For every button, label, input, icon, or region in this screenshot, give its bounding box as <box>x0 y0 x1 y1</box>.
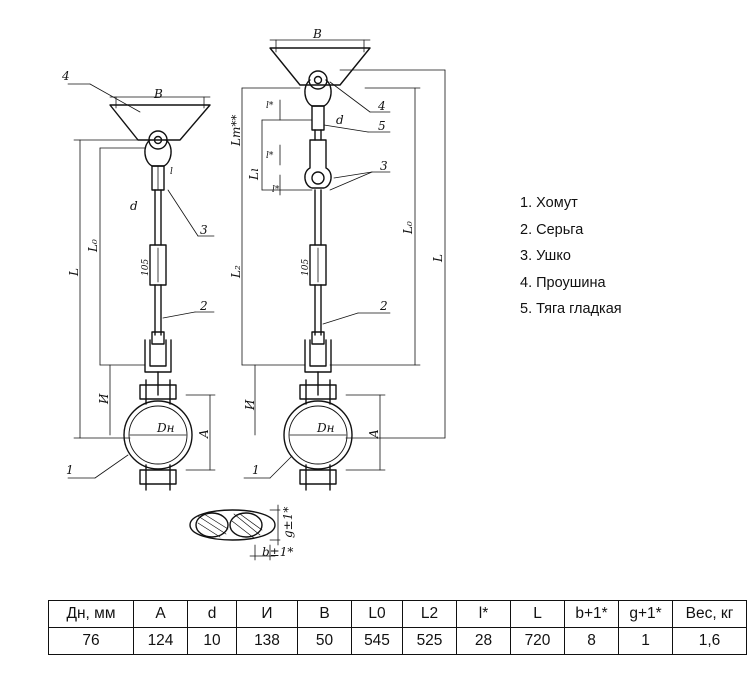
right-label-l-star-top: l* <box>266 101 274 111</box>
right-dimensions <box>241 69 446 479</box>
right-label-Li: Lı <box>247 168 261 181</box>
parts-legend: 1. Хомут 2. Серьга 3. Ушко 4. Проушина 5… <box>520 190 622 323</box>
right-label-L0: L₀ <box>401 221 415 235</box>
col-header-l: L <box>510 600 565 628</box>
legend-item-eye: 3. Ушко <box>520 248 571 264</box>
right-bracket <box>269 47 371 86</box>
right-label-L2: L₂ <box>229 265 243 279</box>
drawing-labels: B 4 d 3 2 1 l Dн L L₀ И A 105 B 4 5 3 2 … <box>61 27 445 559</box>
left-label-Dn: Dн <box>156 421 175 435</box>
right-shackle <box>304 339 332 373</box>
left-label-A: A <box>197 429 211 439</box>
col-header-b: B <box>297 600 352 628</box>
col-header-a: A <box>133 600 188 628</box>
chain-label-g: g±1* <box>281 507 295 538</box>
col-header-l2: L2 <box>402 600 457 628</box>
specification-table: Дн, мм A d И B L0 L2 l* L b+1* g+1* Вес,… <box>48 600 747 655</box>
right-label-I: И <box>243 399 257 411</box>
col-header-i: И <box>236 600 298 628</box>
right-callout-5: 5 <box>378 119 386 133</box>
col-header-l-star: l* <box>456 600 511 628</box>
left-callout-2: 2 <box>199 299 208 313</box>
chain-label-b: b±1* <box>262 545 293 559</box>
cell-b: 50 <box>297 627 352 655</box>
left-label-I: И <box>97 393 111 405</box>
col-header-weight: Вес, кг <box>672 600 747 628</box>
cell-a: 124 <box>133 627 188 655</box>
left-label-d: d <box>130 199 138 213</box>
left-shackle <box>144 339 172 373</box>
legend-item-rod: 5. Тяга гладкая <box>520 301 622 317</box>
spec-header-row: Дн, мм A d И B L0 L2 l* L b+1* g+1* Вес,… <box>48 600 747 628</box>
pipe-hanger-drawing: B 4 d 3 2 1 l Dн L L₀ И A 105 B 4 5 3 2 … <box>61 27 446 561</box>
left-callout-1: 1 <box>66 463 74 477</box>
right-pipe <box>283 400 353 470</box>
left-label-105: 105 <box>141 259 151 276</box>
cell-b1: 8 <box>564 627 619 655</box>
chain-link-detail <box>189 504 281 561</box>
left-turnbuckle <box>149 244 167 286</box>
left-label-B: B <box>153 87 163 101</box>
right-label-B: B <box>312 27 322 41</box>
right-label-LT: Lт** <box>229 115 243 147</box>
right-label-l-star-mid: l* <box>266 151 274 161</box>
left-callout-3: 3 <box>200 223 208 237</box>
cell-dn: 76 <box>48 627 134 655</box>
cell-g1: 1 <box>618 627 673 655</box>
legend-item-clamp: 1. Хомут <box>520 195 578 211</box>
right-label-105: 105 <box>301 259 311 276</box>
right-callout-1: 1 <box>252 463 260 477</box>
cell-weight: 1,6 <box>672 627 747 655</box>
col-header-dn: Дн, мм <box>48 600 134 628</box>
cell-l-star: 28 <box>456 627 511 655</box>
left-hanger-assembly <box>109 96 211 491</box>
right-label-A: A <box>367 429 381 439</box>
cell-i: 138 <box>236 627 298 655</box>
table-row: 76 124 10 138 50 545 525 28 720 8 1 1,6 <box>48 627 747 655</box>
right-callout-2: 2 <box>379 299 388 313</box>
col-header-b1: b+1* <box>564 600 619 628</box>
right-label-Dn: Dн <box>316 421 335 435</box>
left-pipe <box>123 400 193 470</box>
left-bracket <box>109 104 211 141</box>
left-callout-4: 4 <box>61 69 70 83</box>
col-header-l0: L0 <box>351 600 403 628</box>
cell-l2: 525 <box>402 627 457 655</box>
col-header-d: d <box>187 600 237 628</box>
right-callout-3: 3 <box>380 159 388 173</box>
right-hanger-assembly <box>269 39 371 491</box>
left-label-L0: L₀ <box>86 239 100 253</box>
left-label-L: L <box>67 268 81 277</box>
cell-l0: 545 <box>351 627 403 655</box>
cell-l: 720 <box>510 627 565 655</box>
right-turnbuckle <box>309 244 327 286</box>
right-label-L: L <box>431 254 445 263</box>
left-label-l: l <box>170 167 173 177</box>
right-label-l-star-low: l* <box>272 185 280 195</box>
right-callout-4: 4 <box>377 99 386 113</box>
legend-item-shackle: 2. Серьга <box>520 221 584 238</box>
cell-d: 10 <box>187 627 237 655</box>
right-label-d: d <box>336 113 344 127</box>
left-dimensions <box>67 83 216 479</box>
col-header-g1: g+1* <box>618 600 673 628</box>
legend-item-bracket: 4. Проушина <box>520 274 606 291</box>
